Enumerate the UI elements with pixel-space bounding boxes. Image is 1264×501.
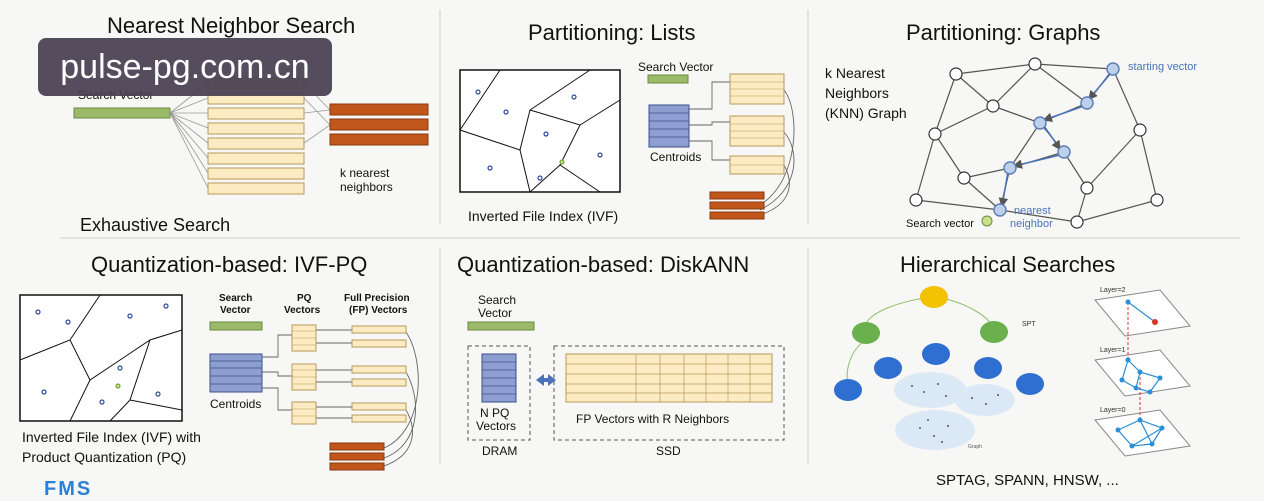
nn-title: Nearest Neighbor Search bbox=[107, 13, 356, 38]
hier-layer1-label: Layer=1 bbox=[1100, 347, 1126, 354]
hier-diagram bbox=[834, 286, 1191, 457]
ivfpq-search-line1: Search bbox=[219, 293, 253, 304]
diskann-ssd-box bbox=[553, 345, 785, 441]
fms-logo: FMS bbox=[44, 478, 93, 500]
nn-query-vector bbox=[73, 107, 171, 119]
hnsw-drop-lines bbox=[1127, 302, 1141, 420]
graphs-search-label: Search vector bbox=[906, 218, 974, 230]
ivfpq-pq-line2: Vectors bbox=[284, 305, 321, 316]
ivfpq-results bbox=[329, 442, 385, 471]
hier-layer2-label: Layer=2 bbox=[1100, 287, 1126, 294]
diskann-npq-line1: N PQ bbox=[480, 406, 510, 420]
nn-diagram bbox=[73, 77, 429, 195]
hier-layer0-label: Layer=0 bbox=[1100, 407, 1126, 414]
ivfpq-diagram bbox=[19, 294, 419, 471]
ivfpq-points bbox=[35, 303, 169, 405]
ivfpq-caption-line1: Inverted File Index (IVF) with bbox=[22, 429, 201, 445]
ivfpq-search-line2: Vector bbox=[220, 305, 251, 316]
diskann-diagram bbox=[467, 321, 785, 441]
hnsw-target-node bbox=[1152, 319, 1158, 325]
diskann-title: Quantization-based: DiskANN bbox=[457, 252, 750, 277]
ivfpq-pq-line1: PQ bbox=[297, 293, 312, 304]
lists-voronoi-box bbox=[459, 69, 621, 193]
knn-search-path bbox=[998, 72, 1112, 208]
knn-nodes bbox=[909, 57, 1164, 229]
diskann-search-line1: Search bbox=[478, 293, 517, 307]
nn-result-label-1: k nearest bbox=[340, 166, 390, 180]
diskann-pq-rows bbox=[482, 361, 516, 395]
knn-search-vector-node bbox=[981, 215, 993, 227]
lists-bucket-rows bbox=[730, 81, 784, 166]
hnsw-nodes bbox=[1115, 299, 1165, 449]
watermark: pulse-pg.com.cn bbox=[38, 38, 332, 96]
lists-caption: Inverted File Index (IVF) bbox=[468, 208, 619, 224]
ivfpq-pq-rows bbox=[292, 330, 316, 417]
nn-fan-lines bbox=[169, 82, 209, 189]
knn-path-nodes bbox=[993, 62, 1120, 217]
lists-points bbox=[475, 89, 603, 181]
knn-graph bbox=[909, 57, 1164, 229]
ivfpq-fp-line2: (FP) Vectors bbox=[349, 305, 408, 316]
graphs-knn-line3: (KNN) Graph bbox=[825, 105, 907, 121]
lists-branches bbox=[689, 81, 795, 216]
lists-centroids bbox=[648, 104, 690, 148]
graphs-start-label: starting vector bbox=[1128, 61, 1198, 73]
lists-title: Partitioning: Lists bbox=[528, 20, 696, 45]
diskann-link-arrow bbox=[536, 374, 556, 386]
graphs-nearest-line2: neighbor bbox=[1010, 218, 1053, 230]
hier-graph-label: Graph bbox=[968, 444, 982, 450]
ivfpq-fp-line1: Full Precision bbox=[344, 293, 410, 304]
ivfpq-voronoi-edges bbox=[19, 294, 183, 422]
diskann-ssd-label: SSD bbox=[656, 444, 681, 458]
graphs-knn-line1: k Nearest bbox=[825, 65, 885, 81]
diskann-query-vector bbox=[467, 321, 535, 331]
ivfpq-query-vector bbox=[209, 321, 263, 331]
hnsw-edges bbox=[1117, 301, 1163, 447]
nn-result-label-2: neighbors bbox=[340, 180, 393, 194]
graphs-knn-line2: Neighbors bbox=[825, 85, 889, 101]
nn-caption: Exhaustive Search bbox=[80, 215, 231, 235]
spt-nodes bbox=[834, 286, 1044, 401]
ivfpq-branches bbox=[262, 329, 419, 467]
ivfpq-centroids bbox=[209, 353, 263, 393]
spt-leaf-dots bbox=[911, 383, 999, 443]
ivfpq-caption-line2: Product Quantization (PQ) bbox=[22, 449, 187, 465]
diskann-npq-line2: Vectors bbox=[476, 419, 517, 433]
diskann-search-line2: Vector bbox=[478, 306, 513, 320]
hier-spt-label: SPT bbox=[1022, 321, 1036, 328]
ivfpq-centroids-label: Centroids bbox=[210, 397, 262, 411]
ivfpq-fp-vectors bbox=[351, 325, 407, 423]
lists-centroid-rows bbox=[649, 112, 689, 138]
spt-cloud bbox=[894, 372, 1015, 450]
hier-caption: SPTAG, SPANN, HNSW, ... bbox=[936, 472, 1119, 489]
graphs-title: Partitioning: Graphs bbox=[906, 20, 1101, 45]
lists-diagram bbox=[459, 69, 795, 220]
diskann-fp-table bbox=[565, 353, 773, 403]
ivfpq-title: Quantization-based: IVF-PQ bbox=[91, 252, 368, 277]
graphs-nearest-line1: nearest bbox=[1014, 205, 1051, 217]
lists-centroids-label: Centroids bbox=[650, 150, 702, 164]
lists-results bbox=[709, 191, 765, 220]
diskann-dram-box bbox=[467, 345, 531, 441]
diskann-dram-label: DRAM bbox=[482, 444, 518, 458]
lists-query-label: Search Vector bbox=[638, 60, 714, 74]
lists-query-vector bbox=[647, 74, 689, 84]
ivfpq-centroid-rows bbox=[210, 360, 262, 385]
knn-edges bbox=[915, 63, 1158, 223]
lists-voronoi-edges bbox=[459, 69, 621, 193]
diskann-fp-label: FP Vectors with R Neighbors bbox=[576, 412, 730, 426]
diskann-fp-grid bbox=[566, 354, 772, 402]
nn-results bbox=[329, 103, 429, 146]
hier-title: Hierarchical Searches bbox=[900, 252, 1116, 277]
